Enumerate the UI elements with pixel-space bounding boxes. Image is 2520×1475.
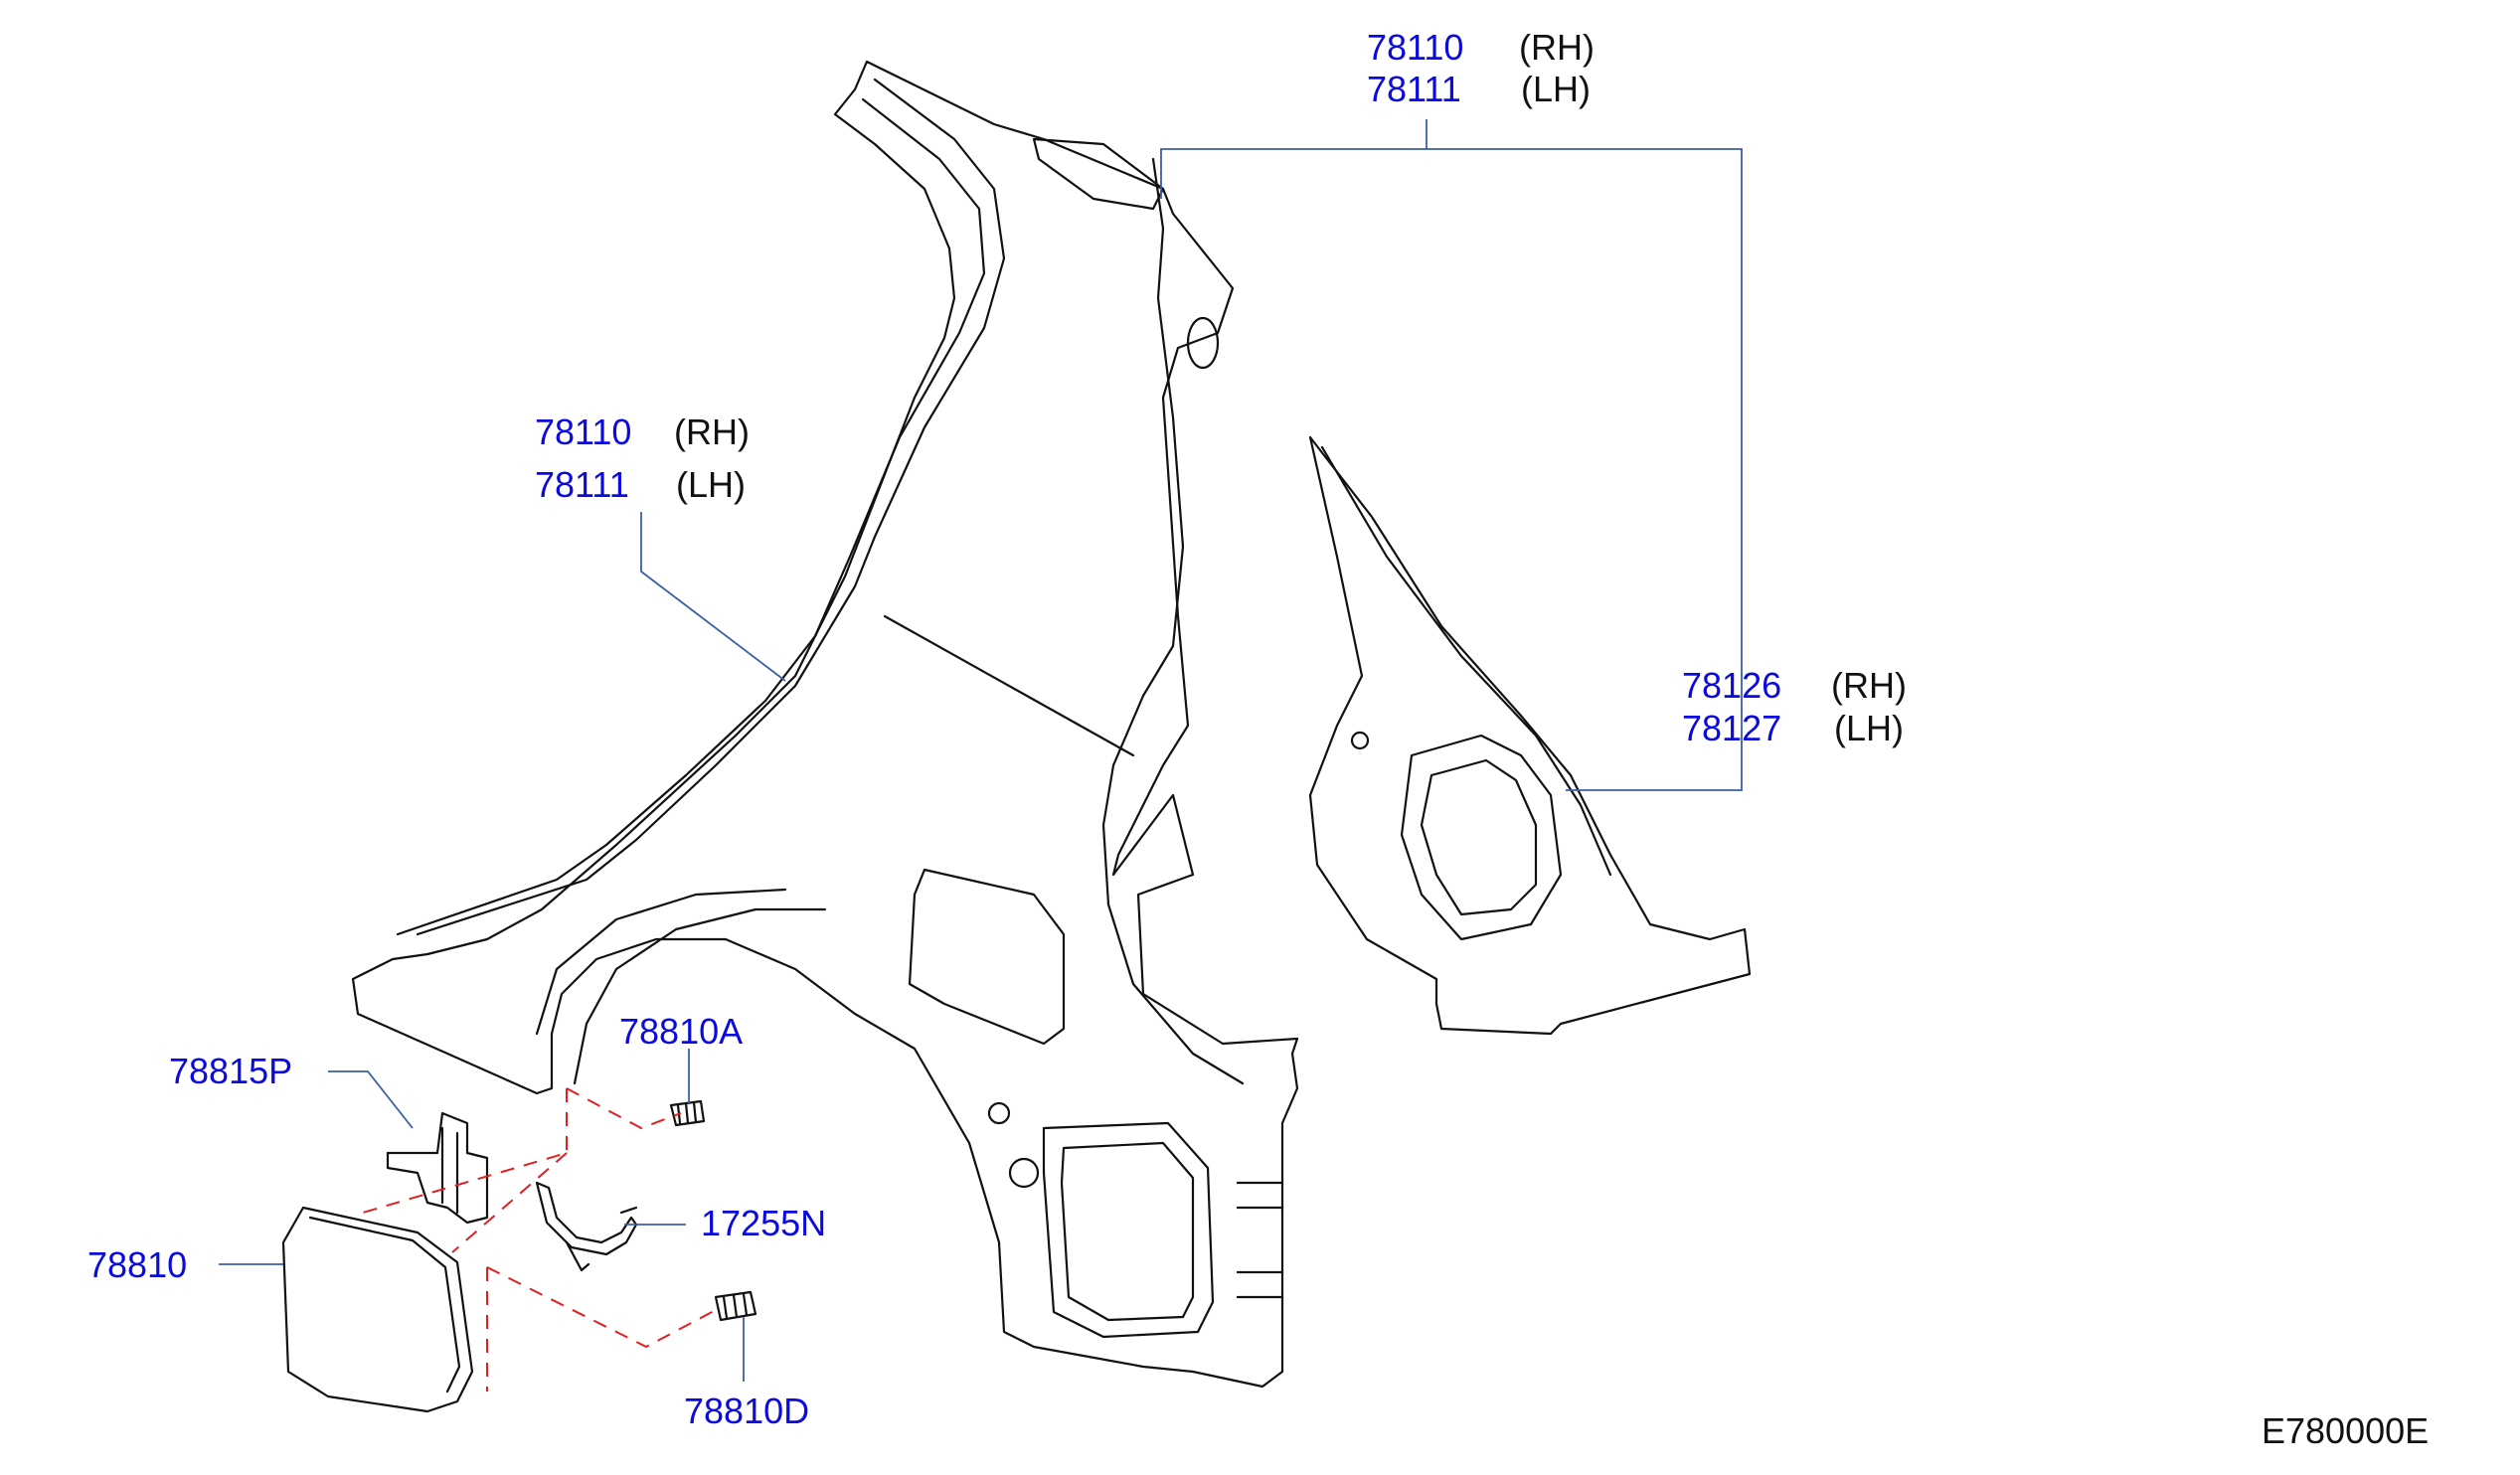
- side-lh-top: (LH): [1521, 69, 1591, 109]
- part-number-78111-top: 78111: [1367, 69, 1461, 109]
- inner-panel-recess-inner: [1420, 758, 1538, 916]
- inner-panel-outline: [1308, 435, 1752, 1036]
- inner-panel-flange: [1320, 445, 1612, 877]
- panel-top-bracket: [1032, 137, 1165, 211]
- side-lh-left: (LH): [676, 464, 746, 505]
- part-number-78810A: 78810A: [619, 1011, 743, 1052]
- part-number-78111-left: 78111: [535, 464, 629, 505]
- inner-panel-recess: [1400, 734, 1563, 941]
- part-number-78110-left: 78110: [535, 411, 631, 452]
- bumper-d-drawing: [714, 1290, 757, 1322]
- leader-top-right: [1160, 148, 1743, 791]
- fuel-lid-spring-drawing: [535, 1181, 638, 1272]
- spring-tabs: [565, 1206, 638, 1272]
- panel-hole-3: [1186, 316, 1220, 370]
- part-number-78810: 78810: [87, 1244, 187, 1285]
- fuel-lid-bracket-drawing: [386, 1111, 489, 1225]
- leader-bracket: [328, 1070, 414, 1129]
- panel-hole-2: [987, 1101, 1011, 1125]
- bumper-a-drawing: [669, 1099, 706, 1127]
- side-rh-inner: (RH): [1831, 665, 1907, 706]
- panel-belt-line: [883, 614, 1135, 757]
- assembly-guide-lines: [362, 1087, 717, 1392]
- fuel-filler-opening: [908, 868, 1066, 1046]
- guide-2: [566, 1087, 682, 1130]
- wheel-arch-inner: [573, 907, 827, 1085]
- side-lh-inner: (LH): [1834, 708, 1904, 748]
- fuel-lid-edge: [308, 1216, 461, 1393]
- callout-top-right: 78110 (RH) 78111 (LH): [1367, 27, 1595, 109]
- part-number-78815P: 78815P: [169, 1051, 292, 1091]
- bumper-d-ribs: [722, 1292, 749, 1320]
- panel-pillar-edge: [1101, 157, 1245, 1085]
- part-number-78810D: 78810D: [684, 1391, 809, 1431]
- panel-outline: [351, 60, 1299, 1389]
- guide-3: [451, 1152, 568, 1253]
- rear-quarter-panel-drawing: [351, 60, 1299, 1389]
- part-number-78126: 78126: [1682, 665, 1781, 706]
- panel-lamp-tabs: [1236, 1181, 1284, 1299]
- rear-lamp-opening-inner: [1060, 1141, 1195, 1322]
- callout-left-panel: 78110 (RH) 78111 (LH): [535, 411, 750, 505]
- part-number-17255N: 17255N: [701, 1203, 826, 1243]
- rear-lamp-opening: [1042, 1121, 1215, 1339]
- part-number-78127: 78127: [1682, 708, 1781, 748]
- callout-inner-panel: 78126 (RH) 78127 (LH): [1682, 665, 1907, 748]
- leader-lines: [219, 119, 1743, 1382]
- side-rh-left: (RH): [674, 411, 750, 452]
- guide-5: [486, 1266, 717, 1349]
- leader-left-panel: [640, 512, 786, 682]
- inner-panel-hole: [1350, 731, 1370, 750]
- bracket-outline: [386, 1111, 489, 1225]
- wheel-arch-outer: [535, 888, 787, 1036]
- inner-wheelhouse-panel-drawing: [1308, 435, 1752, 1036]
- panel-crease-inner: [396, 97, 986, 936]
- diagram-code: E780000E: [2262, 1410, 2429, 1451]
- side-rh-top: (RH): [1519, 27, 1595, 68]
- fuel-lid-drawing: [281, 1206, 474, 1413]
- fuel-lid-outline: [281, 1206, 474, 1413]
- panel-hole-1: [1008, 1157, 1040, 1189]
- spring-outline: [535, 1181, 638, 1256]
- panel-crease-upper: [416, 78, 1006, 936]
- part-number-78110-top: 78110: [1367, 27, 1463, 68]
